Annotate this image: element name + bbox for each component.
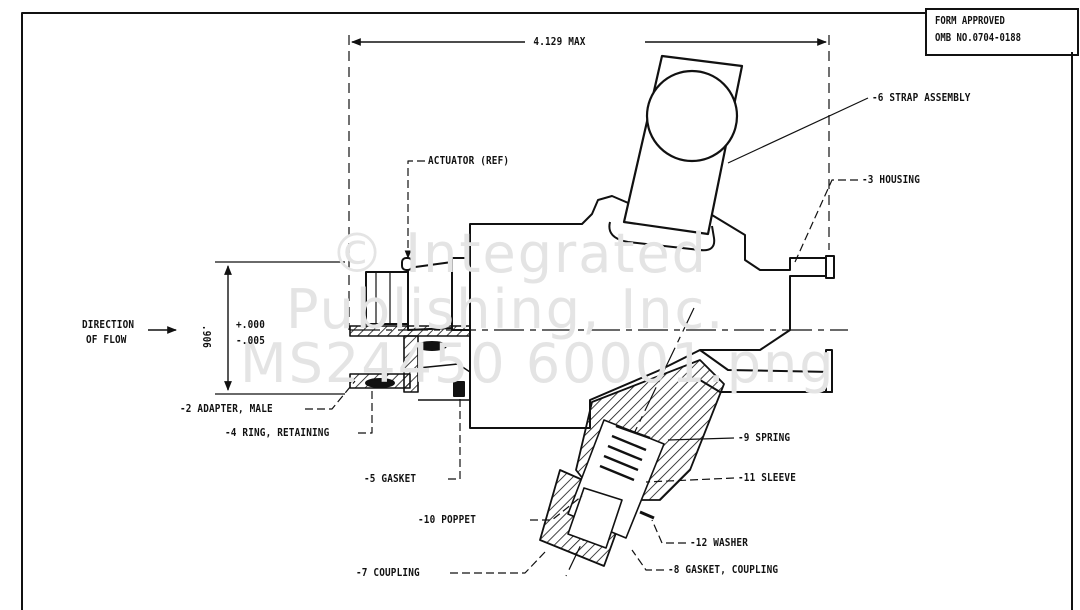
direction-of-flow-line-1: DIRECTION [82,318,135,331]
callout-washer: -12 WASHER [690,536,748,549]
form-approved-box: FORM APPROVED OMB NO.0704-0188 [925,8,1079,56]
housing-outlet-lip [825,255,835,279]
washer-line [639,510,655,520]
overall-dimension-label: 4.129 MAX [530,35,589,48]
form-approved-text: FORM APPROVED [935,15,1005,27]
adapter-nose [365,271,409,325]
adapter-inner-contour [417,363,471,401]
housing-leader [794,179,858,263]
strap-leader [727,97,869,164]
spring-coils [599,424,651,482]
frame-border [21,12,925,610]
strap-pin [645,69,739,163]
housing-outlet-bottom [825,349,833,393]
adapter-leader [305,380,356,410]
gasket-leader [448,398,461,480]
callout-actuator: ACTUATOR (REF) [428,154,510,167]
housing-body [469,195,827,429]
diameter-value: .906 [200,324,214,349]
tolerance-plus: +.000 [236,318,266,331]
watermark-line-1: © Integrated [330,222,708,285]
callout-strap-assembly: -6 STRAP ASSEMBLY [872,91,971,104]
poppet-leader [530,495,583,521]
callout-sleeve: -11 SLEEVE [738,471,796,484]
callout-gasket: -5 GASKET [364,472,417,485]
callout-spring: -9 SPRING [738,431,791,444]
watermark-line-3: MS24450 60001.png [240,332,836,395]
actuator-leader [404,160,425,259]
coupling-leader [450,551,546,574]
callout-gasket-coupling: -8 GASKET, COUPLING [668,563,779,576]
sleeve-section [403,335,419,393]
callout-coupling: -7 COUPLING [356,566,420,579]
omb-number-text: OMB NO.0704-0188 [935,32,1021,44]
washer-leader [651,519,686,544]
poppet-outline [567,487,623,549]
gasket-coupling-leader [631,549,664,571]
gasket-block [453,381,465,397]
direction-of-flow-line-2: OF FLOW [86,333,127,346]
spring-leader [667,437,735,441]
callout-housing: -3 HOUSING [862,173,920,186]
inner-spring-coil [417,341,447,351]
callout-retaining-ring: -4 RING, RETAINING [225,426,330,439]
callout-poppet: -10 POPPET [418,513,476,526]
tolerance-minus: -.005 [236,334,266,347]
ring-leader [358,390,373,434]
strap-loop [608,221,716,252]
callout-adapter-male: -2 ADAPTER, MALE [180,402,273,415]
watermark-line-2: Publishing, Inc. [286,278,726,341]
retaining-ring [365,378,395,388]
sleeve-leader [645,477,735,483]
